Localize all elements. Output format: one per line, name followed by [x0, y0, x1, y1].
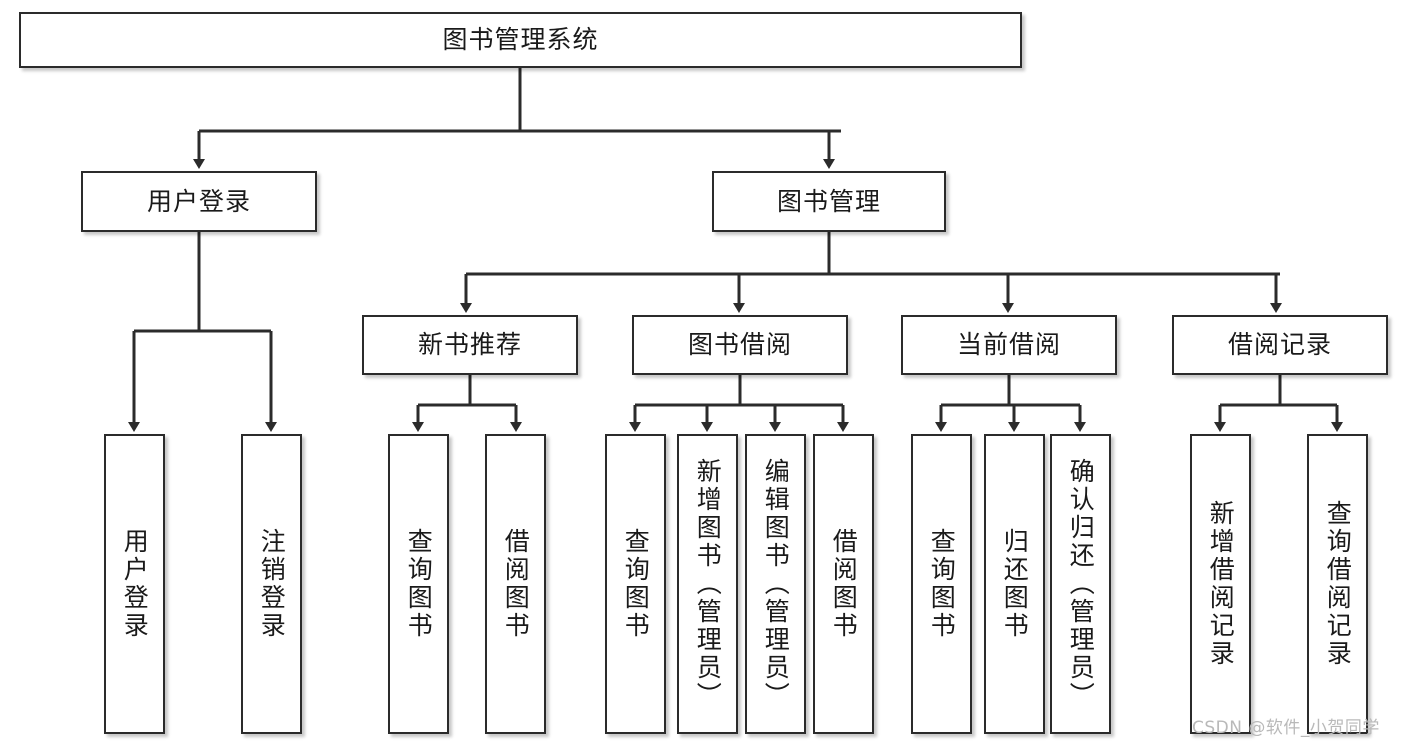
edge-group-user-login [128, 232, 277, 432]
leaf-user-login-label: 用户登录 [120, 528, 150, 640]
node-root-label: 图书管理系统 [442, 25, 599, 55]
leaf-add-record[interactable]: 新增借阅记录 [1190, 434, 1251, 734]
leaf-add-record-label: 新增借阅记录 [1206, 500, 1236, 668]
edge-group-new-book-recommend [412, 375, 522, 432]
edge-group-borrow-record [1214, 375, 1343, 432]
leaf-confirm-return-label: 确认归还（管理员） [1066, 458, 1096, 710]
node-new-book-recommend-label: 新书推荐 [417, 330, 522, 360]
node-user-login[interactable]: 用户登录 [81, 171, 317, 232]
leaf-add-book-label: 新增图书（管理员） [693, 458, 723, 710]
leaf-confirm-return[interactable]: 确认归还（管理员） [1050, 434, 1111, 734]
leaf-return-book[interactable]: 归还图书 [984, 434, 1045, 734]
leaf-query-book-borrow[interactable]: 查询图书 [605, 434, 666, 734]
leaf-return-book-label: 归还图书 [1000, 528, 1030, 640]
leaf-query-book-cur-label: 查询图书 [927, 528, 957, 640]
leaf-query-record[interactable]: 查询借阅记录 [1307, 434, 1368, 734]
node-new-book-recommend[interactable]: 新书推荐 [362, 315, 578, 375]
leaf-borrow-book-label: 借阅图书 [829, 528, 859, 640]
edge-group-book-manage [460, 232, 1282, 313]
leaf-add-book[interactable]: 新增图书（管理员） [677, 434, 738, 734]
leaf-edit-book[interactable]: 编辑图书（管理员） [745, 434, 806, 734]
csdn-watermark: CSDN @软件_小贺同学 [1192, 718, 1380, 738]
edge-group-current-borrow [935, 375, 1086, 432]
node-current-borrow[interactable]: 当前借阅 [901, 315, 1117, 375]
node-current-borrow-label: 当前借阅 [956, 330, 1061, 360]
node-book-borrow-label: 图书借阅 [687, 330, 792, 360]
leaf-borrow-book-rec-label: 借阅图书 [501, 528, 531, 640]
node-root[interactable]: 图书管理系统 [19, 12, 1022, 68]
leaf-query-book-cur[interactable]: 查询图书 [911, 434, 972, 734]
leaf-query-record-label: 查询借阅记录 [1323, 500, 1353, 668]
node-borrow-record[interactable]: 借阅记录 [1172, 315, 1388, 375]
node-book-manage-label: 图书管理 [776, 186, 881, 216]
edge-group-root [193, 68, 841, 169]
node-book-manage[interactable]: 图书管理 [712, 171, 946, 232]
leaf-logout-label: 注销登录 [257, 528, 287, 640]
leaf-borrow-book-rec[interactable]: 借阅图书 [485, 434, 546, 734]
leaf-query-book-rec-label: 查询图书 [404, 528, 434, 640]
leaf-user-login[interactable]: 用户登录 [104, 434, 165, 734]
leaf-logout[interactable]: 注销登录 [241, 434, 302, 734]
node-borrow-record-label: 借阅记录 [1227, 330, 1332, 360]
leaf-query-book-rec[interactable]: 查询图书 [388, 434, 449, 734]
node-user-login-label: 用户登录 [146, 186, 251, 216]
edge-group-book-borrow [629, 375, 849, 432]
leaf-borrow-book[interactable]: 借阅图书 [813, 434, 874, 734]
node-book-borrow[interactable]: 图书借阅 [632, 315, 848, 375]
leaf-edit-book-label: 编辑图书（管理员） [761, 458, 791, 710]
leaf-query-book-borrow-label: 查询图书 [621, 528, 651, 640]
